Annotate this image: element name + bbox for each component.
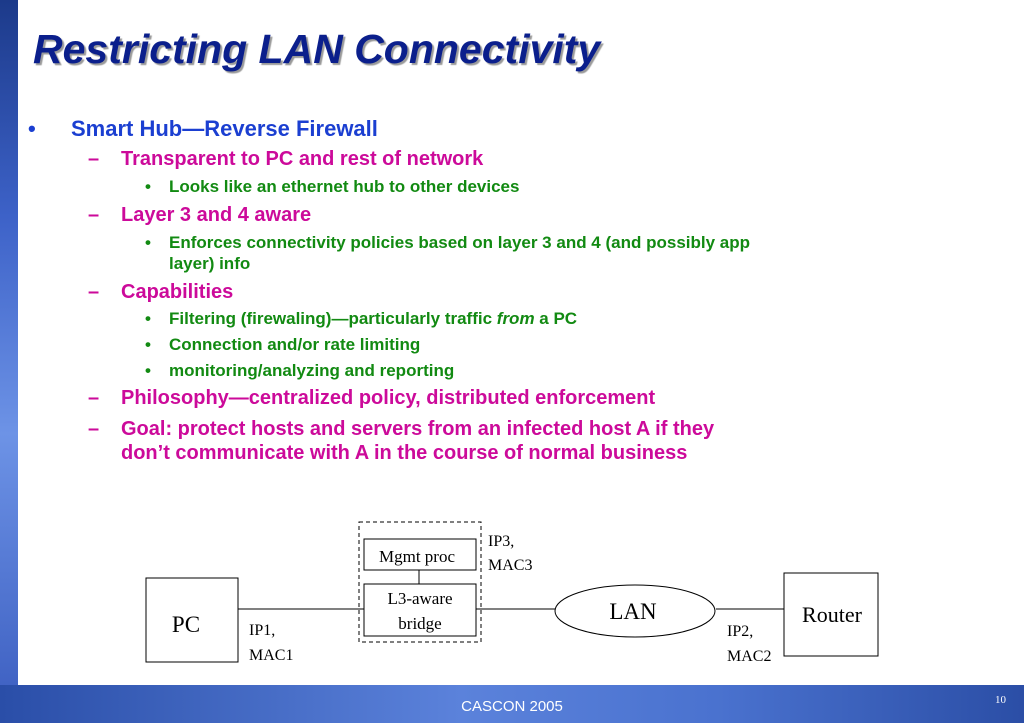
filtering-emphasis: from [496, 309, 535, 328]
router-label: Router [802, 602, 863, 627]
router-box [783, 572, 879, 657]
bullet-layer-aware: Layer 3 and 4 aware [121, 204, 312, 226]
ip1-label: IP1, [249, 622, 275, 639]
mac3-label: MAC3 [488, 557, 532, 574]
bullet-goal-line2: don’t communicate with A in the course o… [121, 442, 688, 464]
level2-dash: – [88, 204, 100, 226]
pc-label: PC [172, 612, 200, 637]
level2-dash: – [88, 281, 100, 303]
bullet-goal-line1: Goal: protect hosts and servers from an … [121, 418, 715, 440]
mgmt-proc-label: Mgmt proc [379, 547, 455, 566]
bullet-looks-like-hub: Looks like an ethernet hub to other devi… [169, 177, 520, 196]
bullet-enforces-line2: layer) info [169, 254, 251, 273]
bridge-dashed-enclosure [358, 521, 482, 643]
page-number: 10 [995, 694, 1006, 706]
mac1-label: MAC1 [249, 647, 293, 664]
filtering-text: Filtering (firewaling)—particularly traf… [169, 309, 497, 328]
level2-dash: – [88, 387, 100, 409]
bullet-connection-limiting: Connection and/or rate limiting [169, 335, 421, 354]
pc-box [145, 577, 239, 663]
level1-bullet: • [28, 116, 36, 141]
level2-dash: – [88, 148, 100, 170]
l3-bridge-box [363, 583, 477, 637]
left-decorative-bar [0, 0, 18, 723]
bullet-philosophy: Philosophy—centralized policy, distribut… [121, 387, 656, 409]
bullet-filtering: Filtering (firewaling)—particularly traf… [169, 309, 577, 329]
ip3-label: IP3, [488, 533, 514, 550]
level2-dash: – [88, 418, 100, 440]
bullet-smart-hub: Smart Hub—Reverse Firewall [71, 116, 378, 141]
level3-bullet: • [145, 177, 151, 196]
level3-bullet: • [145, 361, 151, 380]
footer-text: CASCON 2005 [461, 698, 563, 715]
l3-bridge-label-line1: L3-aware [387, 589, 452, 608]
lan-label: LAN [609, 599, 657, 624]
ip2-label: IP2, [727, 623, 753, 640]
bullet-capabilities: Capabilities [121, 281, 234, 303]
mgmt-proc-box [363, 538, 477, 571]
bottom-footer-bar [0, 685, 1024, 723]
mac2-label: MAC2 [727, 648, 771, 665]
bullet-enforces-line1: Enforces connectivity policies based on … [169, 233, 751, 252]
level3-bullet: • [145, 309, 151, 328]
filtering-suffix: a PC [534, 309, 578, 328]
lan-ellipse [554, 584, 716, 638]
l3-bridge-label-line2: bridge [398, 614, 441, 633]
level3-bullet: • [145, 233, 151, 252]
level3-bullet: • [145, 335, 151, 354]
bullet-monitoring: monitoring/analyzing and reporting [169, 361, 455, 380]
bullet-transparent: Transparent to PC and rest of network [121, 148, 484, 170]
slide-title: Restricting LAN Connectivity [33, 26, 601, 72]
